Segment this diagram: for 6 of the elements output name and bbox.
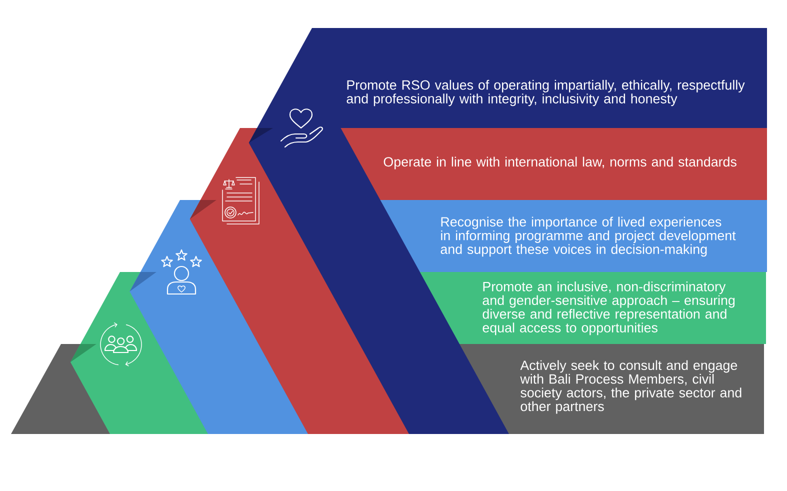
node-label: Promote RSO values of operating impartially, ethically, respectfully and professionally with integrity, inclusivity and honesty — [346, 80, 745, 106]
banner: Promote RSO values of operating impartially, ethically, respectfully and professionally with integrity, inclusivity and honesty — [336, 28, 767, 128]
banner: Operate in line with international law, norms and standards — [336, 128, 767, 200]
banner: Actively seek to consult and engage with Bali Process Members, civil society actors, the private sector and other partners — [456, 344, 764, 434]
banner: Promote an inclusive, non-discriminatory and gender-sensitive approach – ensuring diverse and reflective representation and equal access to opportunities — [416, 272, 766, 344]
banner: Recognise the importance of lived experiences in informing programme and project development and support these voices in decision-making — [376, 200, 767, 272]
